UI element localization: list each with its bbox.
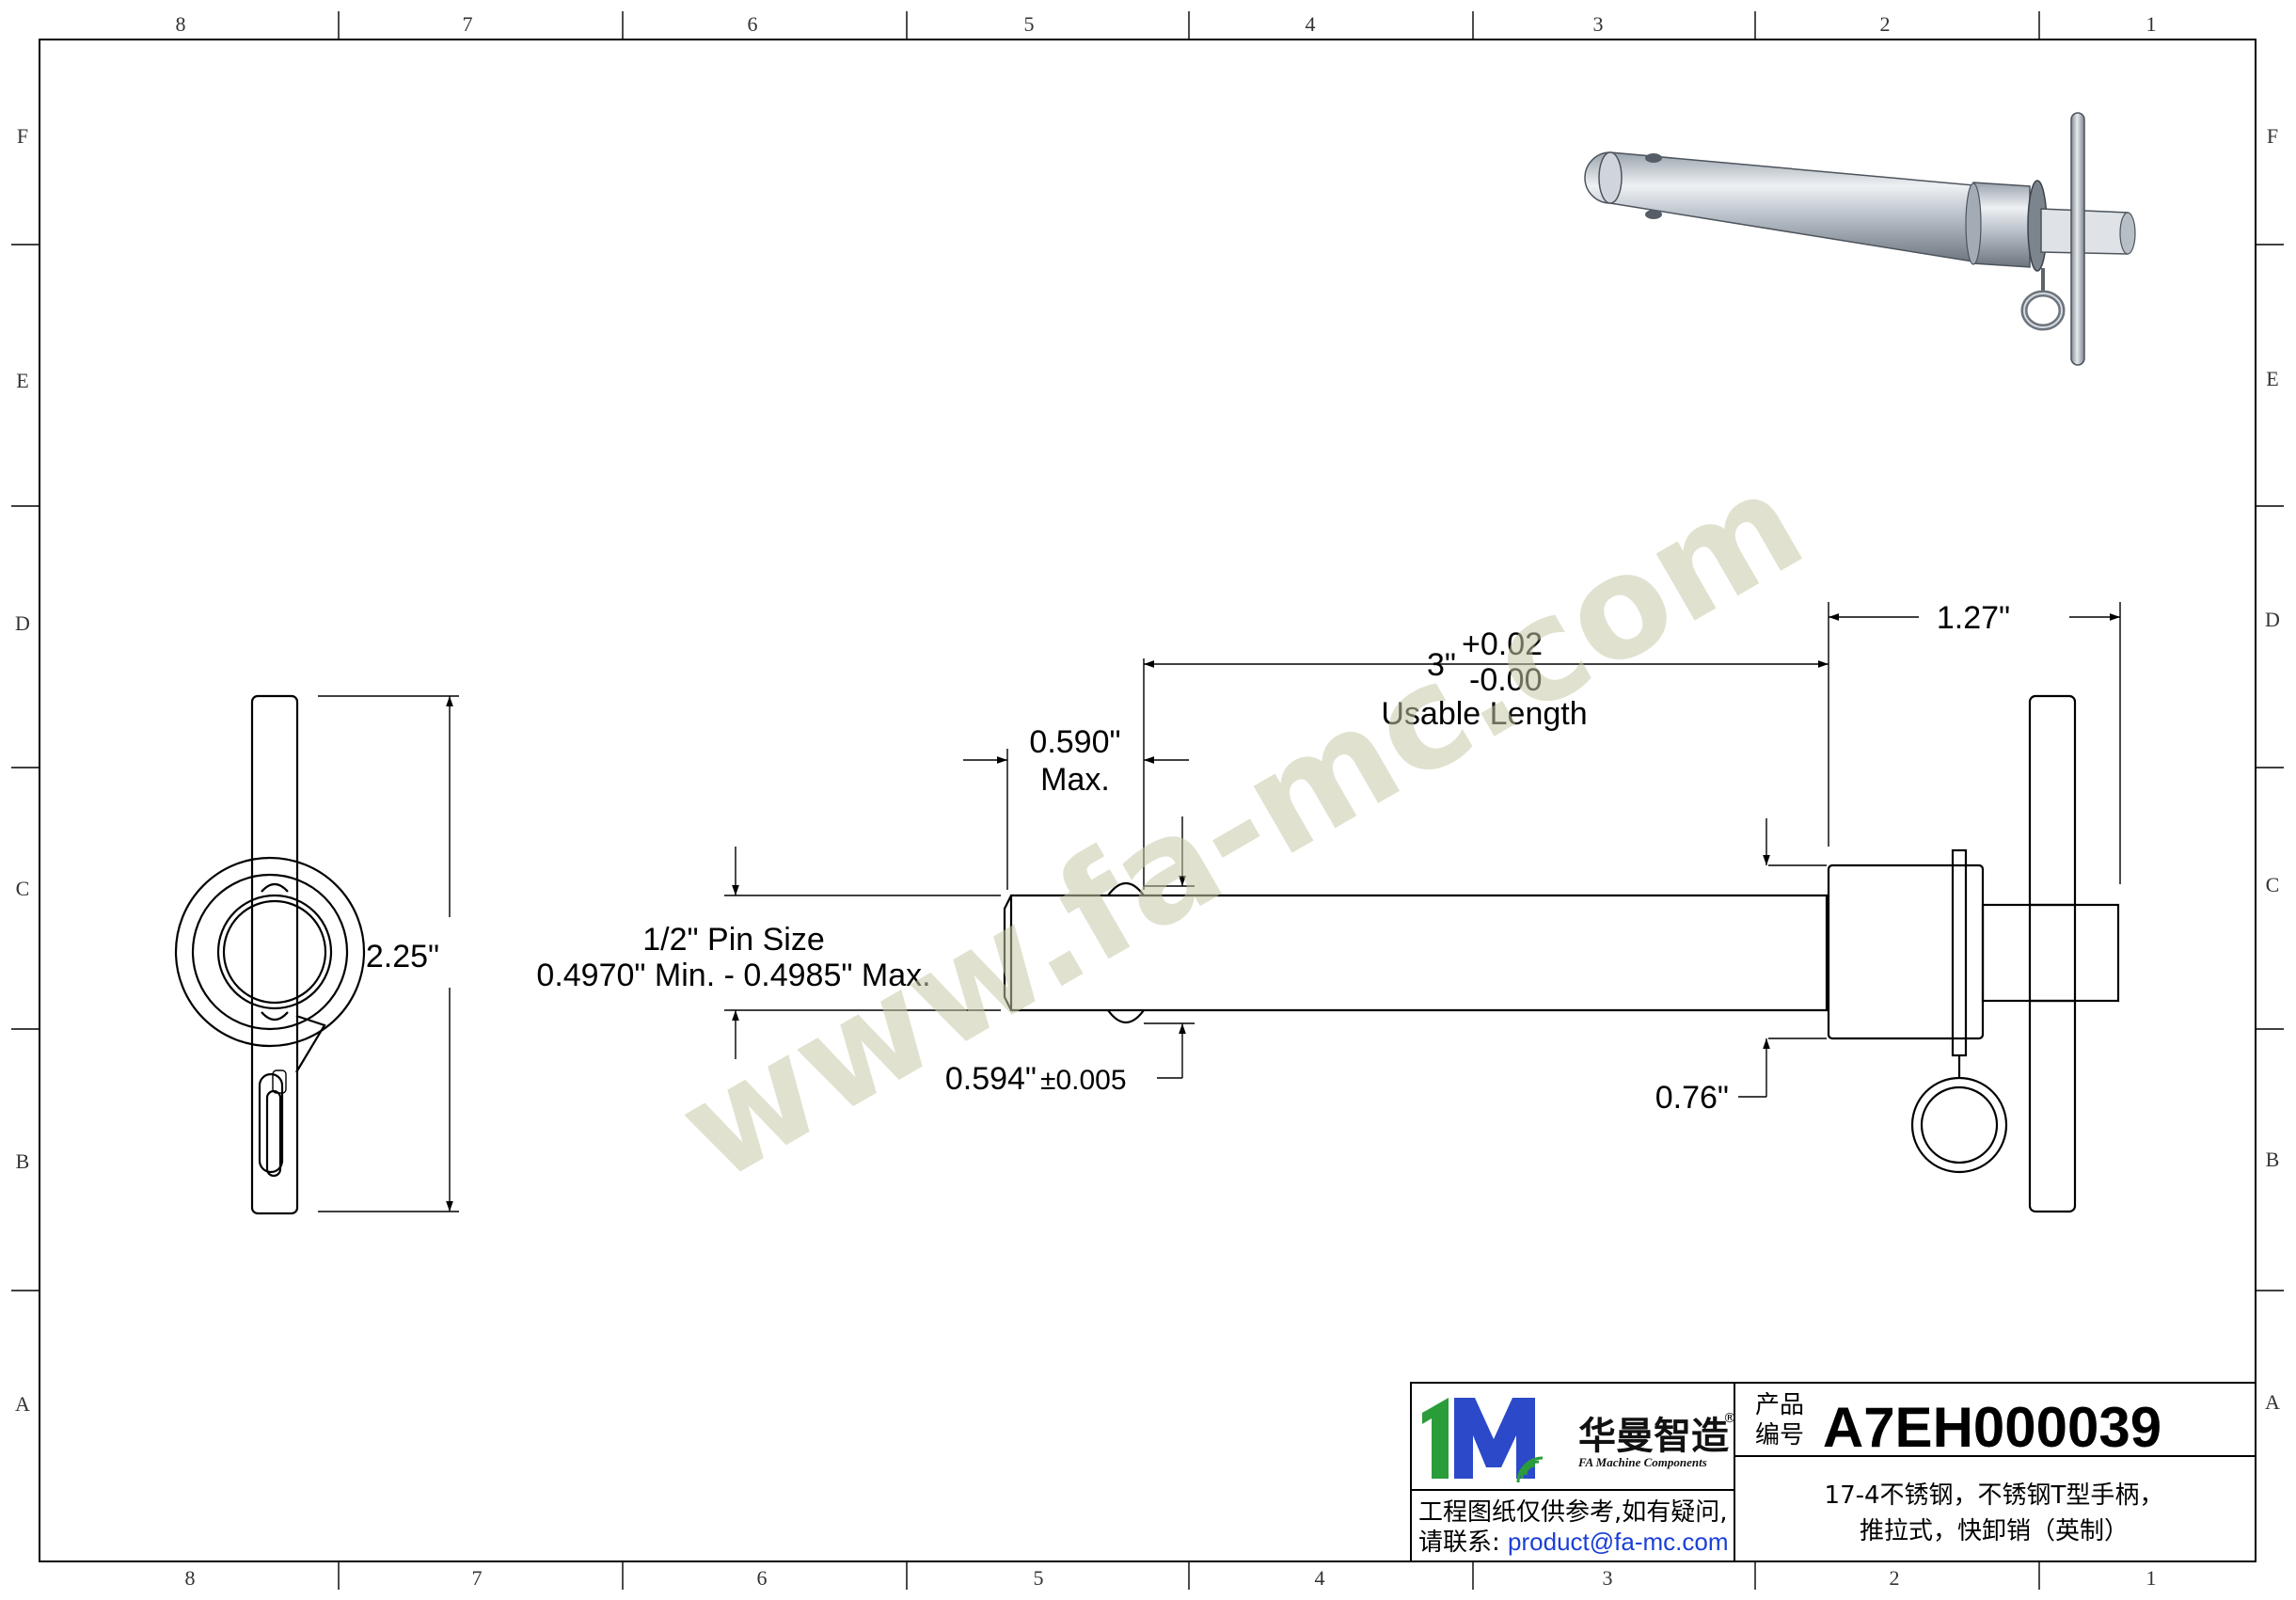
- zone-bottom-3: 3: [1603, 1566, 1613, 1590]
- zone-right-d: D: [2265, 608, 2280, 631]
- zone-right-a: A: [2265, 1390, 2280, 1414]
- zone-top-3: 3: [1593, 12, 1604, 36]
- zone-right-e: E: [2266, 367, 2278, 390]
- dim-usable-length-tol-minus: -0.00: [1469, 662, 1543, 698]
- logo-name-cn: 华曼智造: [1578, 1415, 1729, 1458]
- end-view: [174, 694, 366, 1215]
- dim-ball-offset-note: Max.: [1040, 762, 1110, 798]
- dim-pin-size-line2: 0.4970" Min. - 0.4985" Max.: [536, 958, 930, 993]
- description-line1: 17-4不锈钢，不锈钢T型手柄，: [1825, 1481, 2164, 1510]
- title-block: [1410, 1382, 2256, 1562]
- dim-collar-diameter: 0.76": [1655, 1080, 1729, 1116]
- zone-right-b: B: [2266, 1148, 2280, 1171]
- zone-top-6: 6: [748, 12, 758, 36]
- zone-top-1: 1: [2146, 12, 2157, 36]
- notice-email-link[interactable]: product@fa-mc.com: [1508, 1528, 1728, 1556]
- side-view: [1003, 694, 2120, 1213]
- zone-bottom-8: 8: [185, 1566, 196, 1590]
- dimension-lines: [318, 602, 2121, 1212]
- zone-bottom-4: 4: [1315, 1566, 1325, 1590]
- zone-top-2: 2: [1880, 12, 1891, 36]
- zone-bottom-1: 1: [2146, 1566, 2157, 1590]
- part-no-label-line2: 编号: [1755, 1421, 1804, 1450]
- part-no-label-line1: 产品: [1755, 1391, 1804, 1419]
- sheet-frame: 8 7 6 5 4 3 2 1 8 7 6 5 4 3 2 1 F E D C …: [11, 11, 2284, 1590]
- logo-registered-mark: ®: [1723, 1411, 1736, 1426]
- dim-ball-diameter-tol: ±0.005: [1040, 1065, 1127, 1096]
- dim-handle-length: 1.27": [1937, 600, 2010, 636]
- zone-left-f: F: [17, 124, 28, 148]
- zone-left-a: A: [15, 1392, 30, 1416]
- zone-top-5: 5: [1024, 12, 1035, 36]
- zone-right-c: C: [2266, 873, 2280, 896]
- notice-line1: 工程图纸仅供参考,如有疑问,: [1418, 1498, 1728, 1527]
- zone-bottom-5: 5: [1034, 1566, 1044, 1590]
- zone-top-4: 4: [1306, 12, 1316, 36]
- zone-bottom-7: 7: [472, 1566, 483, 1590]
- zone-top-8: 8: [176, 12, 186, 36]
- company-logo: [1422, 1398, 1544, 1483]
- dim-ball-offset-value: 0.590": [1029, 724, 1120, 760]
- dim-pin-size-line1: 1/2" Pin Size: [642, 922, 825, 958]
- logo-name-en: FA Machine Components: [1577, 1455, 1707, 1469]
- zone-bottom-2: 2: [1890, 1566, 1900, 1590]
- zone-left-c: C: [16, 877, 30, 900]
- zone-left-d: D: [15, 611, 30, 635]
- zone-top-7: 7: [463, 12, 473, 36]
- zone-right-f: F: [2267, 124, 2278, 148]
- dim-usable-length-label: Usable Length: [1381, 696, 1587, 732]
- part-number: A7EH000039: [1823, 1396, 2161, 1459]
- zone-left-e: E: [16, 369, 28, 392]
- dim-usable-length-tol-plus: +0.02: [1462, 626, 1543, 662]
- zone-bottom-6: 6: [757, 1566, 768, 1590]
- zone-left-b: B: [16, 1149, 30, 1173]
- isometric-view: [1584, 112, 2136, 366]
- dim-usable-length-nominal: 3": [1427, 647, 1456, 683]
- dim-ball-diameter: 0.594": [945, 1061, 1037, 1097]
- notice-line2: 请联系: product@fa-mc.com: [1418, 1528, 1729, 1557]
- watermark: www.fa-mc.com: [654, 440, 1829, 1213]
- dim-overall-height: 2.25": [366, 939, 439, 974]
- description-line2: 推拉式，快卸销（英制）: [1860, 1517, 2129, 1545]
- notice-contact-prefix: 请联系:: [1418, 1529, 1508, 1557]
